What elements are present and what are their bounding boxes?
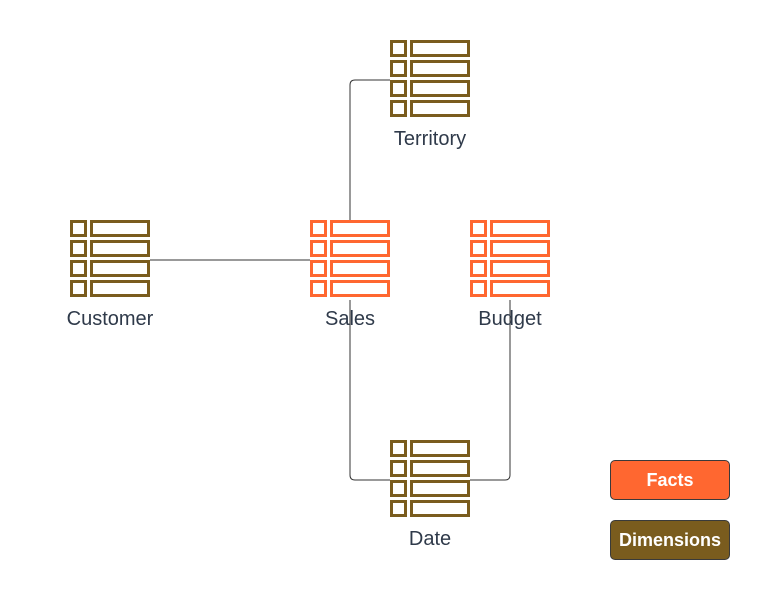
row-key-cell	[470, 280, 487, 297]
row-key-cell	[390, 40, 407, 57]
row-value-cell	[330, 240, 390, 257]
row-key-cell	[70, 260, 87, 277]
row-value-cell	[410, 460, 470, 477]
row-value-cell	[90, 260, 150, 277]
row-key-cell	[390, 480, 407, 497]
row-key-cell	[310, 280, 327, 297]
customer-table-icon[interactable]	[70, 220, 150, 297]
date-table-icon[interactable]	[390, 440, 470, 517]
row-key-cell	[310, 240, 327, 257]
row-value-cell	[410, 80, 470, 97]
row-value-cell	[410, 40, 470, 57]
row-key-cell	[390, 500, 407, 517]
row-value-cell	[490, 240, 550, 257]
row-key-cell	[70, 220, 87, 237]
row-value-cell	[90, 280, 150, 297]
row-value-cell	[490, 220, 550, 237]
row-value-cell	[410, 440, 470, 457]
row-key-cell	[390, 460, 407, 477]
customer-label: Customer	[66, 308, 154, 330]
edge-sales-date	[349, 300, 390, 481]
row-value-cell	[90, 220, 150, 237]
row-value-cell	[330, 280, 390, 297]
row-key-cell	[470, 260, 487, 277]
row-value-cell	[330, 260, 390, 277]
row-key-cell	[470, 240, 487, 257]
row-key-cell	[390, 440, 407, 457]
legend-facts: Facts	[610, 460, 730, 500]
row-value-cell	[490, 260, 550, 277]
row-value-cell	[330, 220, 390, 237]
budget-table-icon[interactable]	[470, 220, 550, 297]
row-key-cell	[390, 60, 407, 77]
edge-territory-sales	[349, 79, 390, 220]
connectors	[150, 79, 511, 481]
row-key-cell	[70, 240, 87, 257]
sales-label: Sales	[324, 308, 376, 330]
date-label: Date	[408, 528, 452, 550]
row-key-cell	[470, 220, 487, 237]
row-key-cell	[70, 280, 87, 297]
row-value-cell	[490, 280, 550, 297]
row-key-cell	[390, 100, 407, 117]
row-key-cell	[310, 260, 327, 277]
territory-table-icon[interactable]	[390, 40, 470, 117]
row-value-cell	[90, 240, 150, 257]
sales-table-icon[interactable]	[310, 220, 390, 297]
row-value-cell	[410, 100, 470, 117]
row-key-cell	[390, 80, 407, 97]
row-value-cell	[410, 480, 470, 497]
edge-budget-date	[470, 300, 511, 481]
row-value-cell	[410, 500, 470, 517]
territory-label: Territory	[393, 128, 467, 150]
row-value-cell	[410, 60, 470, 77]
legend-dimensions: Dimensions	[610, 520, 730, 560]
row-key-cell	[310, 220, 327, 237]
budget-label: Budget	[478, 308, 542, 330]
